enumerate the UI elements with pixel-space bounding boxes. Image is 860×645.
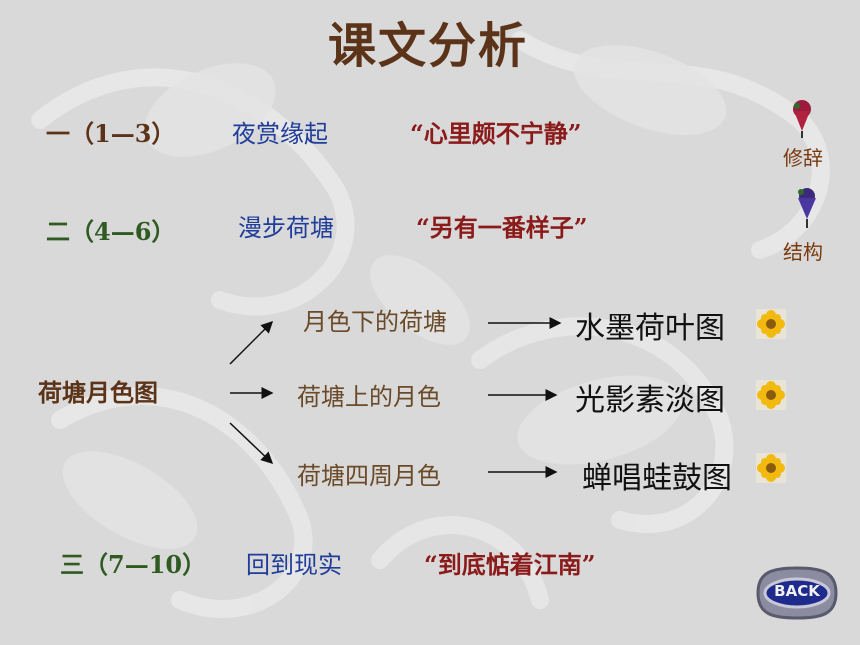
branch-arrow-1	[229, 320, 274, 365]
section-1-quote: “心里颇不宁静”	[410, 119, 582, 148]
branch-label-3: 荷塘四周月色	[297, 462, 441, 490]
branch-label-2: 荷塘上的月色	[297, 383, 441, 411]
sunflower-icon[interactable]	[756, 380, 786, 410]
section-3-quote: “到底惦着江南”	[424, 550, 596, 579]
back-button-frame	[756, 566, 838, 620]
sunflower-icon[interactable]	[756, 453, 786, 483]
section-2-number: 二（4—6）	[46, 217, 176, 246]
section-1-number: 一（1—3）	[46, 119, 176, 148]
section-1-name[interactable]: 夜赏缘起	[232, 120, 328, 148]
purple-flower-icon[interactable]	[790, 185, 824, 229]
section-3-number: 三（7—10）	[60, 550, 207, 579]
page-title: 课文分析	[328, 18, 529, 74]
branch-label-1: 月色下的荷塘	[303, 308, 447, 336]
branch-result-2: 光影素淡图	[575, 383, 725, 418]
section-3-name[interactable]: 回到现实	[246, 551, 342, 579]
fuchsia-flower-icon[interactable]	[785, 97, 819, 139]
section-2-quote: “另有一番样子”	[416, 213, 588, 242]
back-button-label: BACK	[774, 582, 820, 600]
branch-result-1: 水墨荷叶图	[575, 311, 725, 346]
branch-arrow-3	[229, 422, 274, 465]
branch-result-3: 蝉唱蛙鼓图	[582, 461, 732, 496]
side-link-structure[interactable]: 结构	[783, 240, 823, 264]
sunflower-icon[interactable]	[756, 309, 786, 339]
diagram-root: 荷塘月色图	[38, 378, 158, 407]
section-2-name[interactable]: 漫步荷塘	[238, 214, 334, 242]
side-link-rhetoric[interactable]: 修辞	[783, 146, 823, 170]
back-button[interactable]: BACK	[752, 562, 842, 624]
